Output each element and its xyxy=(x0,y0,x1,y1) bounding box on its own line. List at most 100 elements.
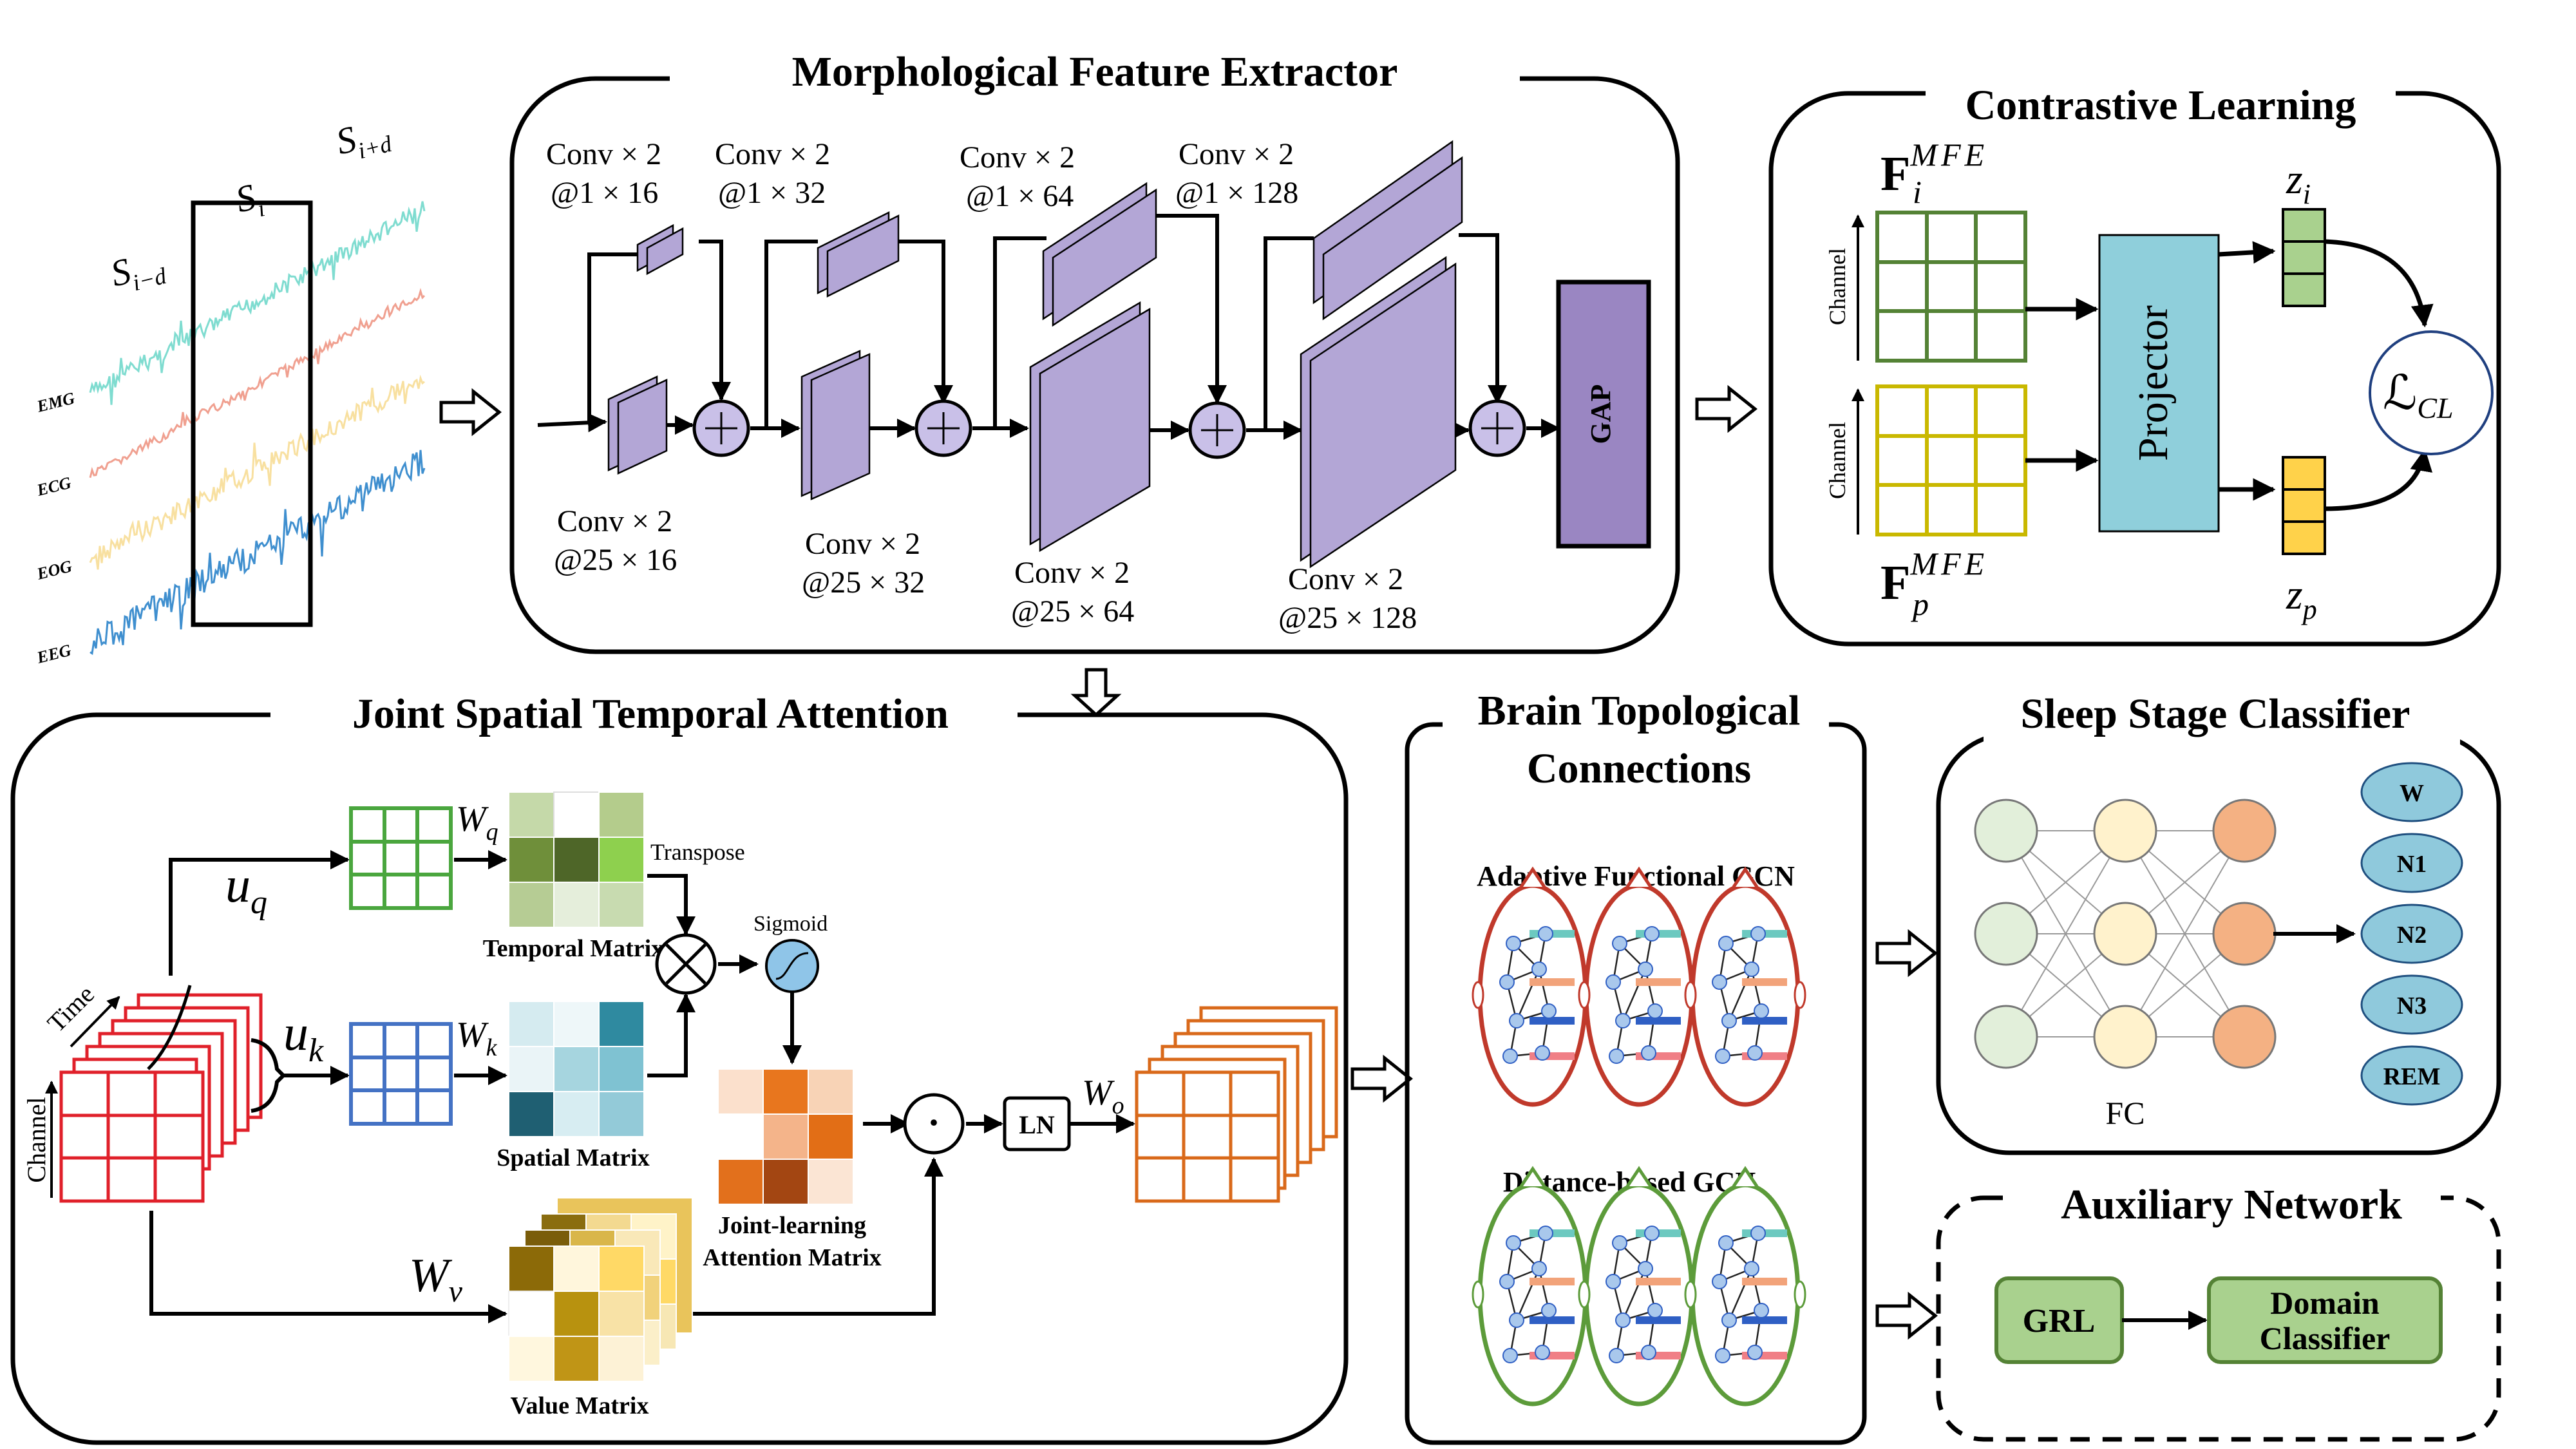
jsta-title: Joint Spatial Temporal Attention xyxy=(352,690,949,737)
epoch-current-label: Si xyxy=(231,174,267,226)
elementwise-product-node xyxy=(903,1093,965,1155)
gap-label: GAP xyxy=(1585,384,1616,444)
contrastive-loss-node xyxy=(2369,330,2494,455)
flow-arrows xyxy=(439,384,1938,1340)
input-signals: Si−d Si Si+d EMG ECG EOG EEG xyxy=(34,109,426,667)
joint-matrix-label-1: Joint-learning xyxy=(718,1212,866,1239)
value-matrix-label: Value Matrix xyxy=(511,1392,649,1419)
projector-block xyxy=(2098,234,2220,533)
emg-trace xyxy=(89,201,426,405)
conv-bottom-3-line1: Conv × 2 xyxy=(1014,556,1130,590)
stage-n2-label: N2 xyxy=(2397,922,2427,949)
uq-label: uq xyxy=(225,857,267,921)
adaptive-gcn-brain-2 xyxy=(1578,866,1700,1107)
arrow-btc-to-aux xyxy=(1875,1291,1938,1340)
stage-rem-label: REM xyxy=(2383,1063,2441,1090)
channel-label-eog: EOG xyxy=(34,556,73,583)
wo-label: Wo xyxy=(1082,1073,1124,1119)
cl-channel-axis-i: Channel xyxy=(1824,248,1850,325)
stage-w-label: W xyxy=(2400,780,2424,807)
layer-norm-label: LN xyxy=(1019,1110,1055,1139)
conv-top-1-line1: Conv × 2 xyxy=(546,137,661,171)
cl-channel-axis-p: Channel xyxy=(1824,422,1850,499)
contrastive-learning: Contrastive Learning FMFE i FMFE p Chann… xyxy=(1768,64,2501,647)
joint-matrix-label-2: Attention Matrix xyxy=(703,1244,882,1271)
time-axis-label: Time xyxy=(42,980,100,1038)
cl-title: Contrastive Learning xyxy=(1965,82,2356,129)
projector-label: Projector xyxy=(2130,305,2177,461)
fc-node-l1-2 xyxy=(1974,902,2038,966)
stage-n1-pill xyxy=(2360,833,2463,893)
epoch-next-label: Si+d xyxy=(332,109,395,169)
conv-bottom-1-line1: Conv × 2 xyxy=(557,504,672,538)
adaptive-gcn-brain-3 xyxy=(1684,866,1806,1107)
arrow-jsta-to-btc xyxy=(1350,1054,1414,1103)
stage-w-pill xyxy=(2360,762,2463,822)
embedding-zi xyxy=(2282,208,2326,307)
grl-label: GRL xyxy=(2023,1303,2096,1340)
stage-n2-pill xyxy=(2360,904,2463,964)
fc-node-l1-1 xyxy=(1974,799,2038,863)
feature-i-label: FMFE xyxy=(1880,137,1988,201)
conv-top-4-line2: @1 × 128 xyxy=(1175,176,1298,210)
morphological-feature-extractor: Morphological Feature Extractor xyxy=(509,48,1680,654)
conv-top-2-line1: Conv × 2 xyxy=(715,137,830,171)
joint-spatial-temporal-attention: Joint Spatial Temporal Attention Time Ch… xyxy=(10,689,1349,1445)
wv-label: Wv xyxy=(409,1249,463,1309)
conv-bottom-1-line2: @25 × 16 xyxy=(554,543,677,577)
conv-bottom-3-line2: @25 × 64 xyxy=(1011,594,1134,629)
wq-label: Wq xyxy=(456,799,498,846)
auxiliary-network: Auxiliary Network GRL Domain Classifier xyxy=(1936,1175,2501,1442)
feature-p-label: FMFE xyxy=(1880,545,1988,610)
sigmoid-node xyxy=(765,939,819,993)
conv-top-3-line2: @1 × 64 xyxy=(966,179,1074,213)
btc-title-1: Brain Topological xyxy=(1478,687,1801,734)
zp-label: zp xyxy=(2286,571,2317,625)
fc-node-l3-3 xyxy=(2212,1005,2277,1069)
joint-attention-matrix xyxy=(717,1068,854,1205)
arrow-mfe-to-jsta xyxy=(1070,668,1122,717)
jsta-channel-axis-label: Channel xyxy=(22,1097,51,1182)
output-tensor xyxy=(1135,1006,1338,1203)
feature-matrix-p xyxy=(1875,384,2027,536)
channel-label-ecg: ECG xyxy=(34,473,73,500)
adaptive-gcn-brain-1 xyxy=(1472,866,1594,1107)
mfe-layer-labels: Conv × 2 @1 × 16 Conv × 2 @1 × 32 Conv ×… xyxy=(546,137,1417,635)
contrastive-loss-label: ℒCL xyxy=(2383,367,2454,424)
value-matrix xyxy=(508,1197,693,1382)
ssc-title: Sleep Stage Classifier xyxy=(2021,690,2410,737)
uk-label: uk xyxy=(283,1005,324,1069)
transpose-label: Transpose xyxy=(650,839,745,865)
gap-block xyxy=(1556,279,1651,549)
epoch-prev-label: Si−d xyxy=(106,242,169,301)
fc-node-l3-1 xyxy=(2212,799,2277,863)
zi-label: zi xyxy=(2286,156,2311,210)
stage-n3-label: N3 xyxy=(2397,992,2427,1019)
fc-node-l3-2 xyxy=(2212,902,2277,966)
feature-p-sub: p xyxy=(1911,586,1929,622)
conv-top-2-line2: @1 × 32 xyxy=(718,176,826,210)
temporal-matrix xyxy=(508,791,645,928)
fc-label: FC xyxy=(2105,1095,2145,1131)
fc-node-l2-2 xyxy=(2093,902,2157,966)
conv-bottom-2-line2: @25 × 32 xyxy=(802,565,925,600)
arrow-signals-to-mfe xyxy=(439,388,502,437)
brain-topological-connections: Brain Topological Connections Adaptive F… xyxy=(1405,683,1867,1445)
domain-classifier-block xyxy=(2207,1276,2443,1364)
conv-bottom-4-line2: @25 × 128 xyxy=(1278,601,1417,635)
distance-gcn-brain-3 xyxy=(1684,1166,1806,1406)
spatial-matrix xyxy=(508,1001,645,1137)
arrow-mfe-to-cl xyxy=(1695,384,1758,433)
stage-n1-label: N1 xyxy=(2397,851,2427,878)
current-epoch-window xyxy=(191,200,313,627)
spatial-matrix-label: Spatial Matrix xyxy=(497,1144,649,1171)
domain-classifier-label-1: Domain xyxy=(2270,1285,2380,1321)
arrow-btc-to-ssc xyxy=(1875,929,1938,978)
eeg-trace xyxy=(90,450,426,656)
domain-classifier-label-2: Classifier xyxy=(2260,1320,2391,1356)
distance-gcn-brain-2 xyxy=(1578,1166,1700,1406)
stage-n3-pill xyxy=(2360,974,2463,1035)
btc-title-2: Connections xyxy=(1527,745,1751,792)
wk-label: Wk xyxy=(456,1015,498,1061)
